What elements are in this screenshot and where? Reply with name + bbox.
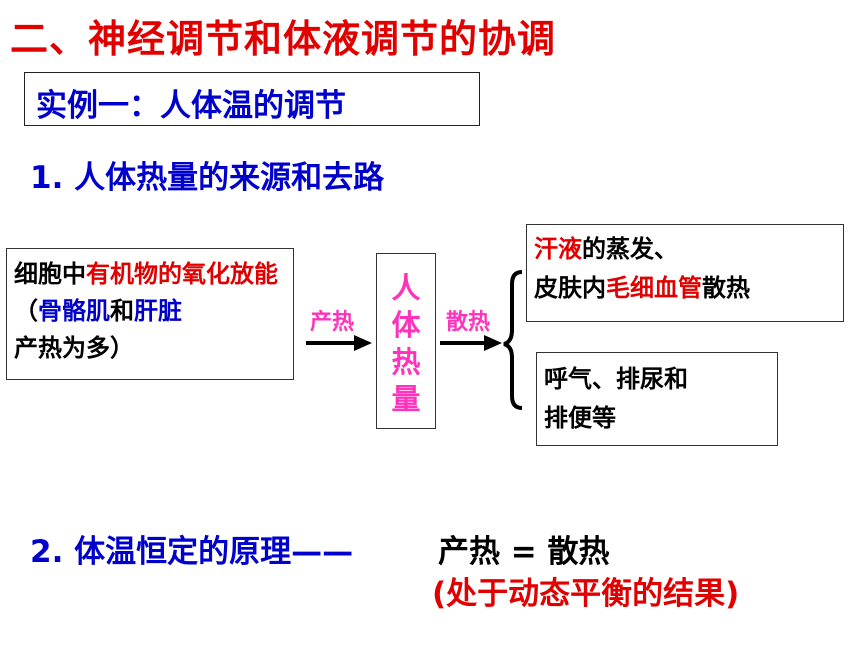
body-heat-char: 热 bbox=[391, 345, 421, 379]
curly-brace bbox=[503, 270, 523, 410]
body-heat-char: 量 bbox=[391, 382, 421, 416]
source-text-part: 产热为多） bbox=[14, 334, 134, 362]
produce-heat-label: 产热 bbox=[310, 310, 355, 335]
dissipate-heat-label: 散热 bbox=[446, 310, 491, 335]
breath-line-2: 排便等 bbox=[544, 404, 616, 432]
breath-excretion-text: 呼气、排尿和 排便等 bbox=[544, 360, 688, 438]
source-text-part: 细胞中 bbox=[14, 260, 86, 288]
sweat-line-1: 汗液的蒸发、 bbox=[534, 230, 750, 269]
body-heat-text: 人 体 热 量 bbox=[376, 270, 436, 418]
source-text-oxidation: 有机物的氧化放能 bbox=[86, 260, 278, 288]
section-heading-2: 2. 体温恒定的原理—— bbox=[30, 534, 354, 570]
section-heading-1: 1. 人体热量的来源和去路 bbox=[30, 160, 385, 196]
source-text-part: 和 bbox=[110, 297, 134, 325]
produce-arrow-head bbox=[354, 335, 372, 351]
source-text-liver: 肝脏 bbox=[134, 297, 182, 325]
sweat-text-part: 散热 bbox=[702, 274, 750, 302]
example-label: 实例一：人体温的调节 bbox=[36, 88, 346, 124]
sweat-text-part: 的蒸发、 bbox=[582, 235, 678, 263]
heat-source-box bbox=[6, 248, 294, 380]
heat-source-text: 细胞中有机物的氧化放能 （骨骼肌和肝脏产热为多） bbox=[14, 256, 290, 367]
dissipate-arrow-head bbox=[484, 335, 502, 351]
body-heat-box bbox=[376, 253, 436, 429]
example-box bbox=[24, 72, 480, 126]
sweat-text-capillary: 毛细血管 bbox=[606, 274, 702, 302]
source-text-part: （ bbox=[14, 297, 38, 325]
sweat-text-sweat: 汗液 bbox=[534, 235, 582, 263]
body-heat-char: 体 bbox=[391, 308, 421, 342]
page-title: 二、神经调节和体液调节的协调 bbox=[10, 17, 557, 61]
breath-excretion-box bbox=[536, 352, 778, 446]
balance-note: (处于动态平衡的结果) bbox=[432, 576, 740, 612]
sweat-dissipation-text: 汗液的蒸发、 皮肤内毛细血管散热 bbox=[534, 230, 750, 308]
source-text-skeletal-muscle: 骨骼肌 bbox=[38, 297, 110, 325]
body-heat-char: 人 bbox=[391, 271, 421, 305]
breath-line-1: 呼气、排尿和 bbox=[544, 365, 688, 393]
sweat-line-2: 皮肤内毛细血管散热 bbox=[534, 269, 750, 308]
sweat-dissipation-box bbox=[526, 224, 844, 322]
sweat-text-part: 皮肤内 bbox=[534, 274, 606, 302]
balance-equation: 产热 = 散热 bbox=[438, 534, 610, 570]
